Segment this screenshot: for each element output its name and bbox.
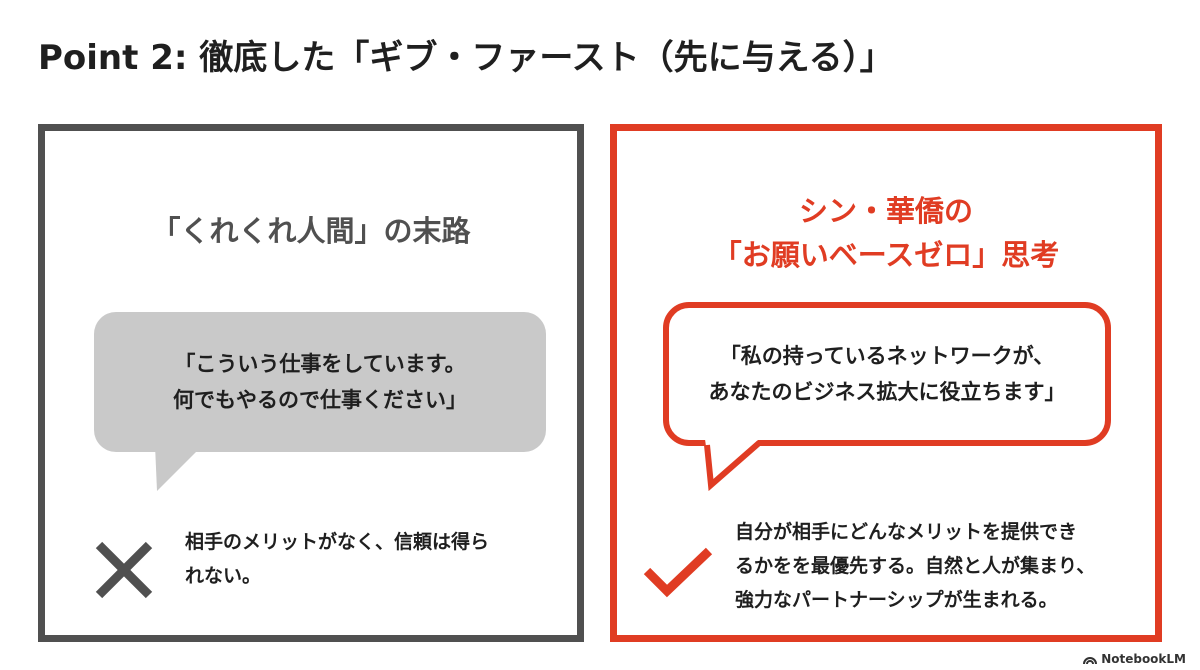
page-title: Point 2: 徹底した「ギブ・ファースト（先に与える）」 xyxy=(38,38,894,78)
good-example-note: 自分が相手にどんなメリットを提供でき るかをを最優先する。自然と人が集まり、 強… xyxy=(735,515,1135,617)
note-line: 相手のメリットがなく、信頼は得ら xyxy=(185,531,490,553)
note-line: 自分が相手にどんなメリットを提供でき xyxy=(735,521,1078,543)
bad-example-panel: 「くれくれ人間」の末路 「こういう仕事をしています。 何でもやるので仕事ください… xyxy=(38,124,584,642)
good-example-panel: シン・華僑の 「お願いベースゼロ」思考 「私の持っているネットワークが、 あなた… xyxy=(610,124,1162,642)
good-example-heading-line: 「お願いベースゼロ」思考 xyxy=(712,238,1060,272)
good-example-heading-line: シン・華僑の xyxy=(798,194,973,228)
brand-label: NotebookLM xyxy=(1101,652,1186,666)
bubble-line: 何でもやるので仕事ください」 xyxy=(173,388,467,412)
bad-example-speech-bubble: 「こういう仕事をしています。 何でもやるので仕事ください」 xyxy=(94,312,546,452)
cross-icon xyxy=(95,541,153,599)
good-example-speech-bubble: 「私の持っているネットワークが、 あなたのビジネス拡大に役立ちます」 xyxy=(663,302,1111,446)
bubble-line: あなたのビジネス拡大に役立ちます」 xyxy=(708,380,1066,404)
note-line: るかをを最優先する。自然と人が集まり、 xyxy=(735,555,1096,577)
check-icon xyxy=(643,547,713,598)
bad-example-heading: 「くれくれ人間」の末路 xyxy=(45,209,577,253)
bad-example-note: 相手のメリットがなく、信頼は得ら れない。 xyxy=(185,525,545,593)
note-line: 強力なパートナーシップが生まれる。 xyxy=(735,589,1058,611)
notebooklm-logo-icon xyxy=(1083,657,1098,665)
speech-bubble-tail xyxy=(155,445,203,491)
bad-example-heading-text: 「くれくれ人間」の末路 xyxy=(151,214,471,248)
notebooklm-watermark: NotebookLM xyxy=(1083,652,1186,666)
note-line: れない。 xyxy=(185,565,262,587)
speech-bubble-tail xyxy=(704,439,761,491)
good-example-heading: シン・華僑の 「お願いベースゼロ」思考 xyxy=(617,189,1155,277)
bubble-line: 「私の持っているネットワークが、 xyxy=(719,344,1055,368)
bubble-line: 「こういう仕事をしています。 xyxy=(174,352,466,376)
